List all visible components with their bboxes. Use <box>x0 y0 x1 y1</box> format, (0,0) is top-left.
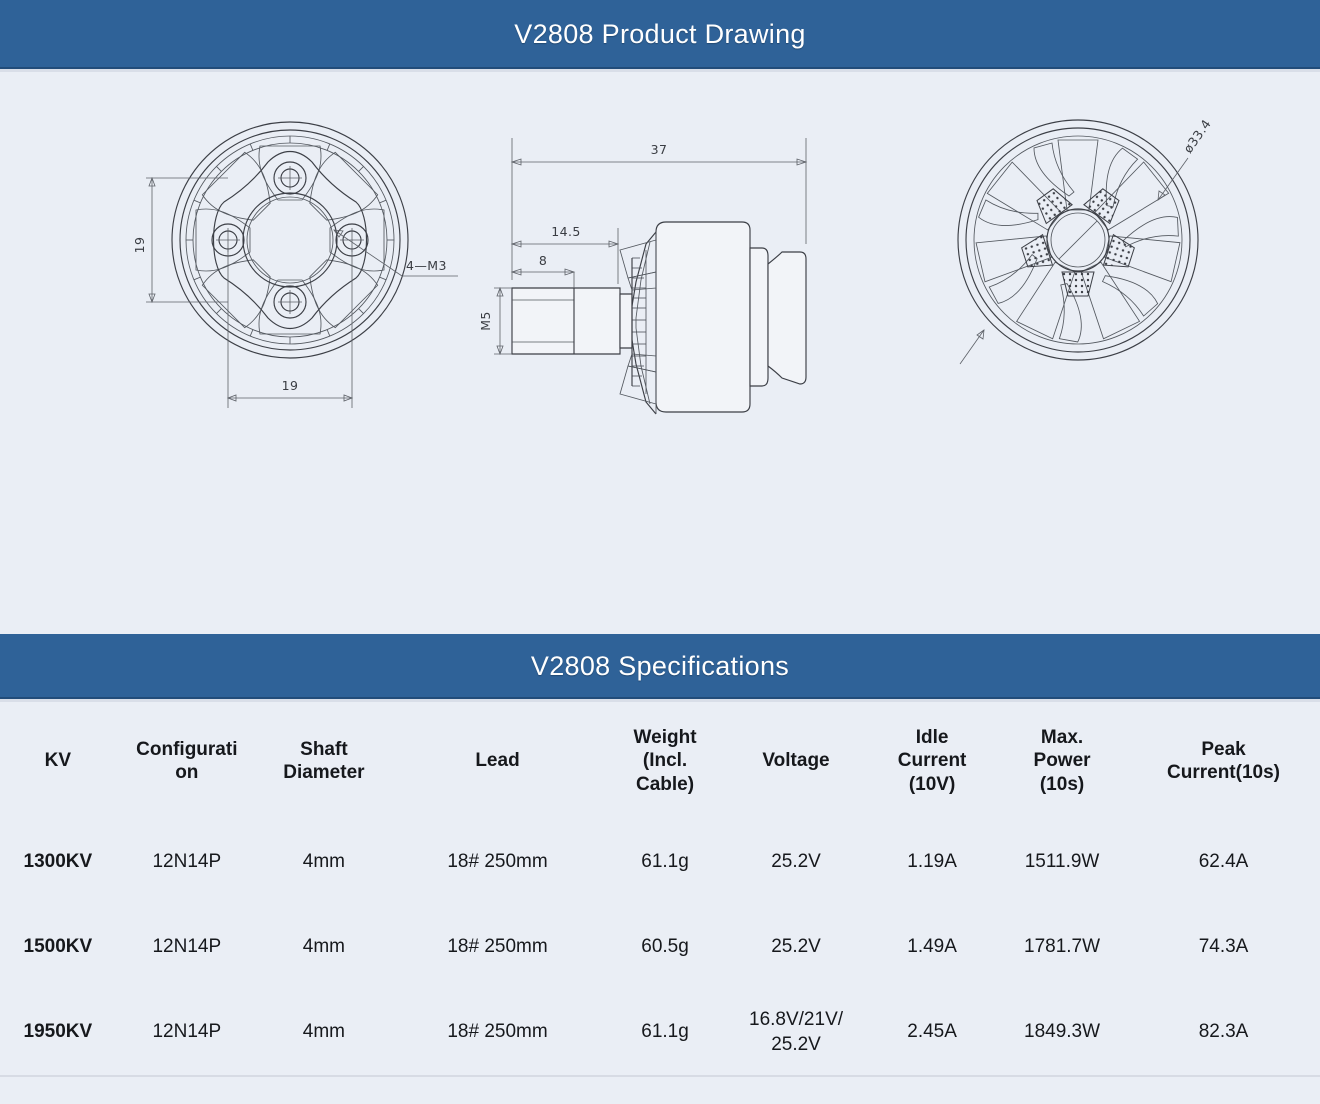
cell-configuration: 12N14P <box>152 936 222 958</box>
specs-table: KV Configurati on Shaft Diameter Lead We <box>0 702 1320 1075</box>
header-line: (10s) <box>1039 773 1085 795</box>
dimension-label-14-5: 14.5 <box>551 224 580 239</box>
cell-configuration: 12N14P <box>152 851 222 873</box>
column-header-shaft-diameter: Shaft Diameter <box>258 702 390 820</box>
specs-section-banner: V2808 Specifications <box>0 634 1320 702</box>
dimension-label-19-vertical: 19 <box>132 237 147 254</box>
annotation-label-4-m3: 4—M3 <box>406 258 447 273</box>
header-line: Voltage <box>762 750 830 772</box>
dimension-14-5: 14.5 <box>510 224 620 284</box>
dimension-8: 8 <box>510 253 576 288</box>
column-header-idle-current: Idle Current (10V) <box>867 702 997 820</box>
cell-idle-current: 1.49A <box>907 936 957 958</box>
cell-line: 16.8V/21V/ <box>749 1008 844 1030</box>
cell-peak-current: 62.4A <box>1198 851 1249 873</box>
dimension-label-19-horizontal: 19 <box>282 378 299 393</box>
header-line: Power <box>1033 750 1091 772</box>
cell-lead: 18# 250mm <box>447 936 548 958</box>
cell-lead: 18# 250mm <box>447 851 548 873</box>
drawing-section-banner: V2808 Product Drawing <box>0 0 1320 72</box>
top-view-drawing: ø33.4 <box>940 92 1250 392</box>
table-row: 1950KV 12N14P 4mm 18# 250mm 61.1g 16.8V/… <box>0 990 1320 1075</box>
column-header-weight: Weight (Incl. Cable) <box>605 702 725 820</box>
dimension-label-m5: M5 <box>478 311 493 331</box>
header-line: (10V) <box>908 773 956 795</box>
bottom-divider <box>0 1075 1320 1077</box>
cell-kv: 1300KV <box>23 851 93 873</box>
table-row: 1500KV 12N14P 4mm 18# 250mm 60.5g 25.2V … <box>0 905 1320 990</box>
cell-peak-current: 74.3A <box>1198 936 1249 958</box>
cell-voltage: 16.8V/21V/ 25.2V <box>725 990 867 1075</box>
header-line: Lead <box>475 750 520 772</box>
header-line: Shaft <box>300 738 348 760</box>
drawing-section-title: V2808 Product Drawing <box>514 19 806 49</box>
column-header-configuration: Configurati on <box>116 702 258 820</box>
cell-idle-current: 2.45A <box>907 1021 957 1043</box>
header-line: Diameter <box>283 762 365 783</box>
cell-lead: 18# 250mm <box>447 1021 548 1043</box>
cell-weight: 60.5g <box>641 936 689 958</box>
dimension-label-8: 8 <box>539 253 547 268</box>
specs-table-container: KV Configurati on Shaft Diameter Lead We <box>0 702 1320 1077</box>
header-line: Current(10s) <box>1167 762 1280 783</box>
cell-voltage: 25.2V <box>725 905 867 990</box>
header-line: on <box>175 762 199 783</box>
column-header-peak-current: Peak Current(10s) <box>1127 702 1320 820</box>
header-line: Configurati <box>136 738 238 760</box>
cell-voltage: 25.2V <box>725 820 867 905</box>
cell-peak-current: 82.3A <box>1198 1021 1249 1043</box>
header-line: Current <box>897 750 967 772</box>
dimension-19-horizontal: 19 <box>226 250 354 408</box>
cell-line: 25.2V <box>771 1033 821 1055</box>
cell-shaft-diameter: 4mm <box>302 1021 345 1043</box>
header-line: Idle <box>915 727 949 749</box>
cell-max-power: 1781.7W <box>1024 936 1101 958</box>
header-line: Peak <box>1201 738 1246 760</box>
table-header-row: KV Configurati on Shaft Diameter Lead We <box>0 702 1320 820</box>
column-header-max-power: Max. Power (10s) <box>997 702 1127 820</box>
cell-shaft-diameter: 4mm <box>302 936 345 958</box>
column-header-lead: Lead <box>390 702 605 820</box>
cell-weight: 61.1g <box>641 1021 689 1043</box>
cell-shaft-diameter: 4mm <box>302 851 345 873</box>
column-header-voltage: Voltage <box>725 702 867 820</box>
header-line: Cable) <box>636 773 695 795</box>
bottom-view-drawing: 19 19 4—M3 <box>120 80 500 480</box>
cell-line: 25.2V <box>771 936 821 958</box>
specs-section-title: V2808 Specifications <box>530 651 790 681</box>
cell-kv: 1500KV <box>23 936 93 958</box>
header-line: (Incl. <box>642 750 688 772</box>
side-view-drawing: 37 14.5 8 <box>470 72 820 472</box>
cell-max-power: 1849.3W <box>1024 1021 1101 1043</box>
dimension-label-37: 37 <box>651 142 668 157</box>
cell-idle-current: 1.19A <box>907 851 957 873</box>
dimension-m5: M5 <box>478 286 512 356</box>
cell-line: 25.2V <box>771 851 821 873</box>
cell-kv: 1950KV <box>23 1021 93 1043</box>
header-line: KV <box>44 750 72 772</box>
column-header-kv: KV <box>0 702 116 820</box>
table-row: 1300KV 12N14P 4mm 18# 250mm 61.1g 25.2V … <box>0 820 1320 905</box>
cell-max-power: 1511.9W <box>1024 851 1100 873</box>
header-line: Max. <box>1040 727 1084 749</box>
header-line: Weight <box>633 727 697 749</box>
product-drawing-area: 19 19 4—M3 <box>0 72 1320 634</box>
annotation-label-diameter-33-4: ø33.4 <box>1180 116 1214 155</box>
cell-weight: 61.1g <box>641 851 689 873</box>
cell-configuration: 12N14P <box>152 1021 222 1043</box>
dimension-19-vertical: 19 <box>132 176 228 304</box>
annotation-4-m3: 4—M3 <box>333 229 458 277</box>
annotation-diameter-33-4: ø33.4 <box>959 116 1214 365</box>
dimension-37: 37 <box>510 138 808 280</box>
